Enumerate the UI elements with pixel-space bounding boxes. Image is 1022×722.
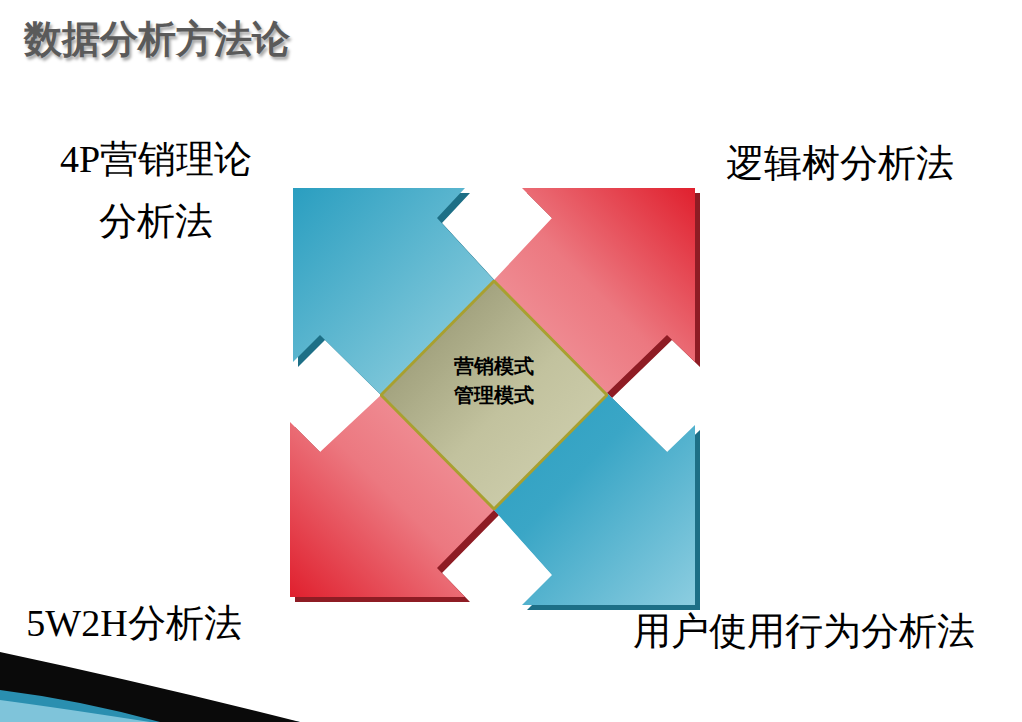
diamond-outline: [381, 281, 607, 509]
corner-swoosh: [0, 700, 150, 722]
center-diamond: 营销模式 管理模式: [380, 280, 608, 510]
method-label: 用户使用行为分析法: [599, 600, 1009, 662]
slide-title: 数据分析方法论: [24, 14, 290, 65]
node-text: 营销模式 管理模式: [439, 352, 549, 410]
corner-swoosh: [0, 652, 300, 722]
method-label: 5W2H分析法: [4, 592, 264, 654]
method-label: 4P营销理论 分析法: [31, 128, 281, 252]
method-label: 逻辑树分析法: [690, 132, 990, 194]
